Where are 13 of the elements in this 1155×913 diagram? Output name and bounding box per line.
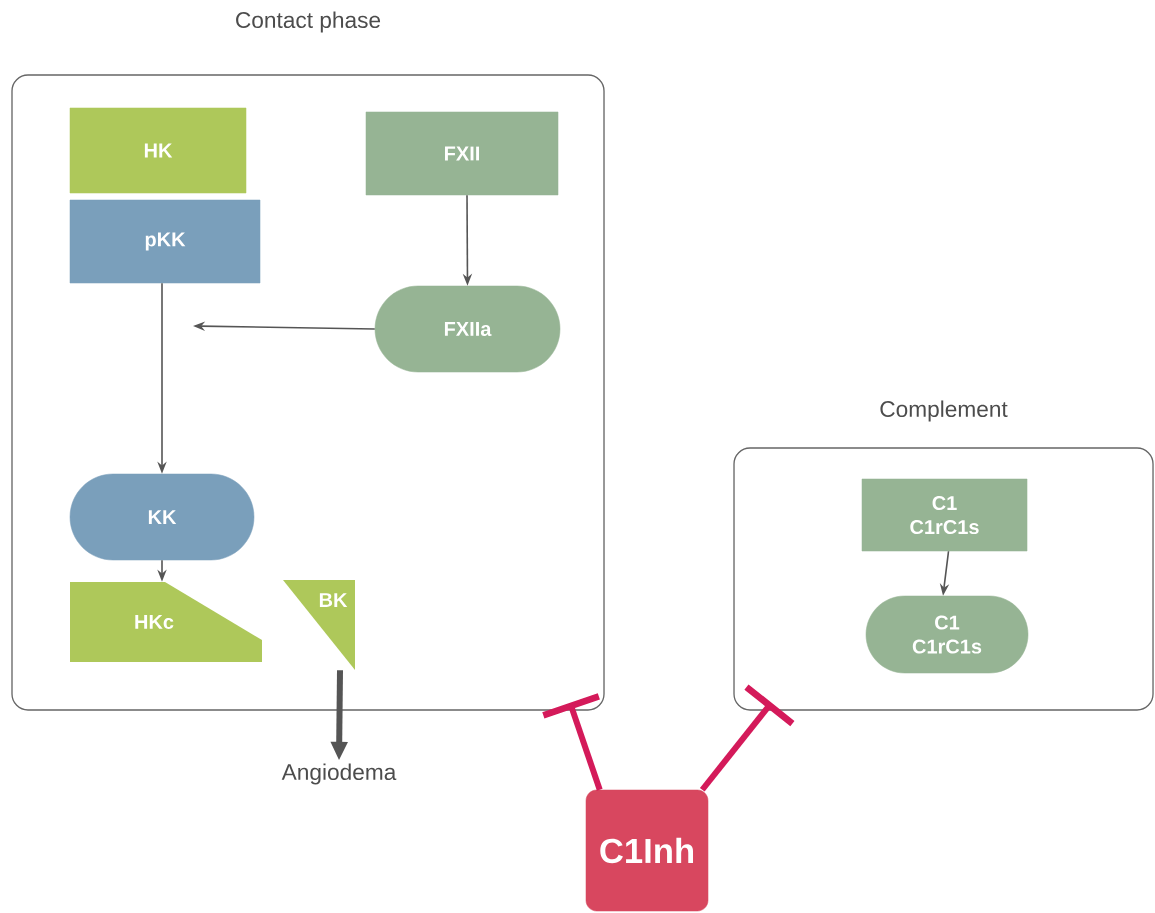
molecule-box: HK bbox=[69, 107, 247, 194]
molecule-pill: KK bbox=[69, 473, 255, 561]
inhibitor-box: C1Inh bbox=[585, 789, 709, 912]
node-label: Complement bbox=[880, 400, 1008, 422]
molecule-triangle: BK bbox=[283, 580, 355, 670]
outcome-label: Angiodema bbox=[281, 763, 397, 785]
molecule-pill: C1 C1rC1s bbox=[865, 595, 1029, 674]
node-label: Contact phase bbox=[236, 11, 381, 33]
molecule-pill: FXIIa bbox=[374, 285, 561, 373]
inhibition-line bbox=[542, 693, 603, 791]
molecule-box: pKK bbox=[69, 199, 261, 284]
molecule-box: C1 C1rC1s bbox=[861, 478, 1028, 552]
molecule-box: FXII bbox=[365, 111, 559, 196]
